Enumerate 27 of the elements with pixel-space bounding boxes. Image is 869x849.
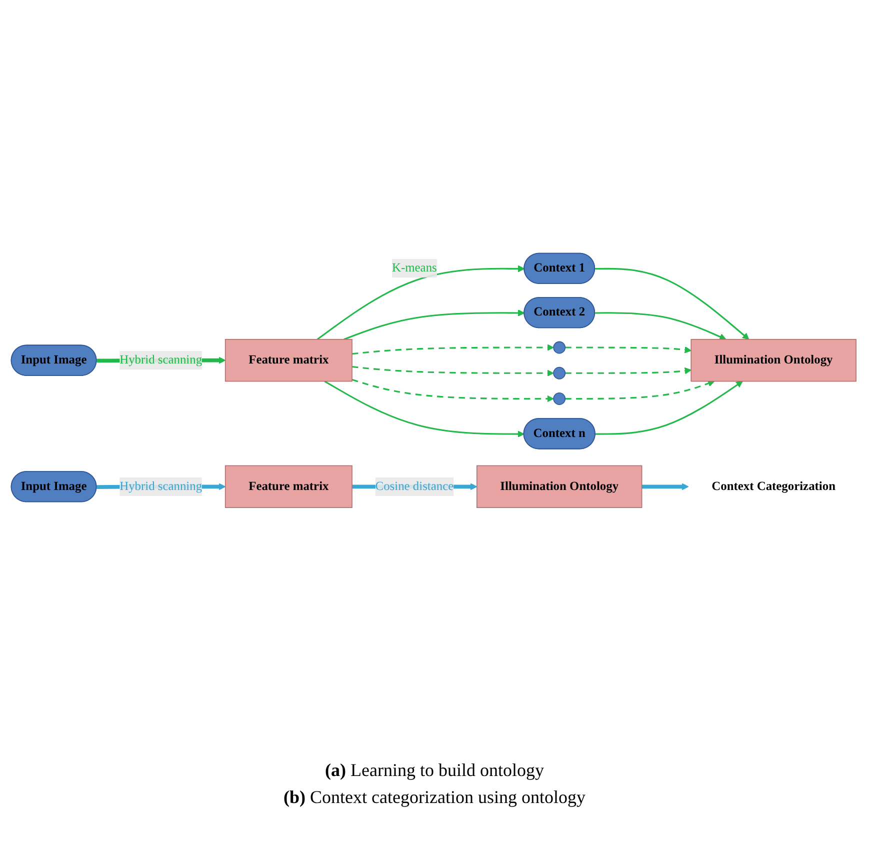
arrow [594, 312, 726, 340]
arrow [641, 482, 688, 490]
node-ellipse [552, 392, 566, 405]
edge-label: K-means [392, 260, 436, 274]
node-box: Feature matrix [224, 464, 352, 508]
node-box: Feature matrix [224, 338, 352, 382]
edge-label: Hybrid scanning [119, 352, 202, 366]
arrow [594, 267, 749, 340]
arrow [351, 344, 554, 354]
arrow [324, 380, 524, 438]
arrow [351, 366, 554, 376]
figure-caption: (a) Learning to build ontology [325, 760, 544, 781]
arrow [564, 346, 691, 353]
figure-caption: (b) Context categorization using ontology [284, 787, 586, 808]
node-ellipse [552, 340, 566, 354]
arrow [594, 380, 742, 434]
edge-label: Hybrid scanning [119, 479, 202, 492]
edge-label: Cosine distance [374, 479, 454, 492]
node-text: Context Categorization [711, 479, 835, 492]
node-ellipse [552, 366, 566, 379]
arrow [343, 309, 524, 340]
arrow [351, 378, 554, 402]
arrow [564, 366, 691, 374]
arrow [564, 380, 714, 400]
node-box: Illumination Ontology [690, 338, 856, 382]
node-box: Illumination Ontology [476, 464, 642, 508]
arrow [316, 264, 524, 340]
